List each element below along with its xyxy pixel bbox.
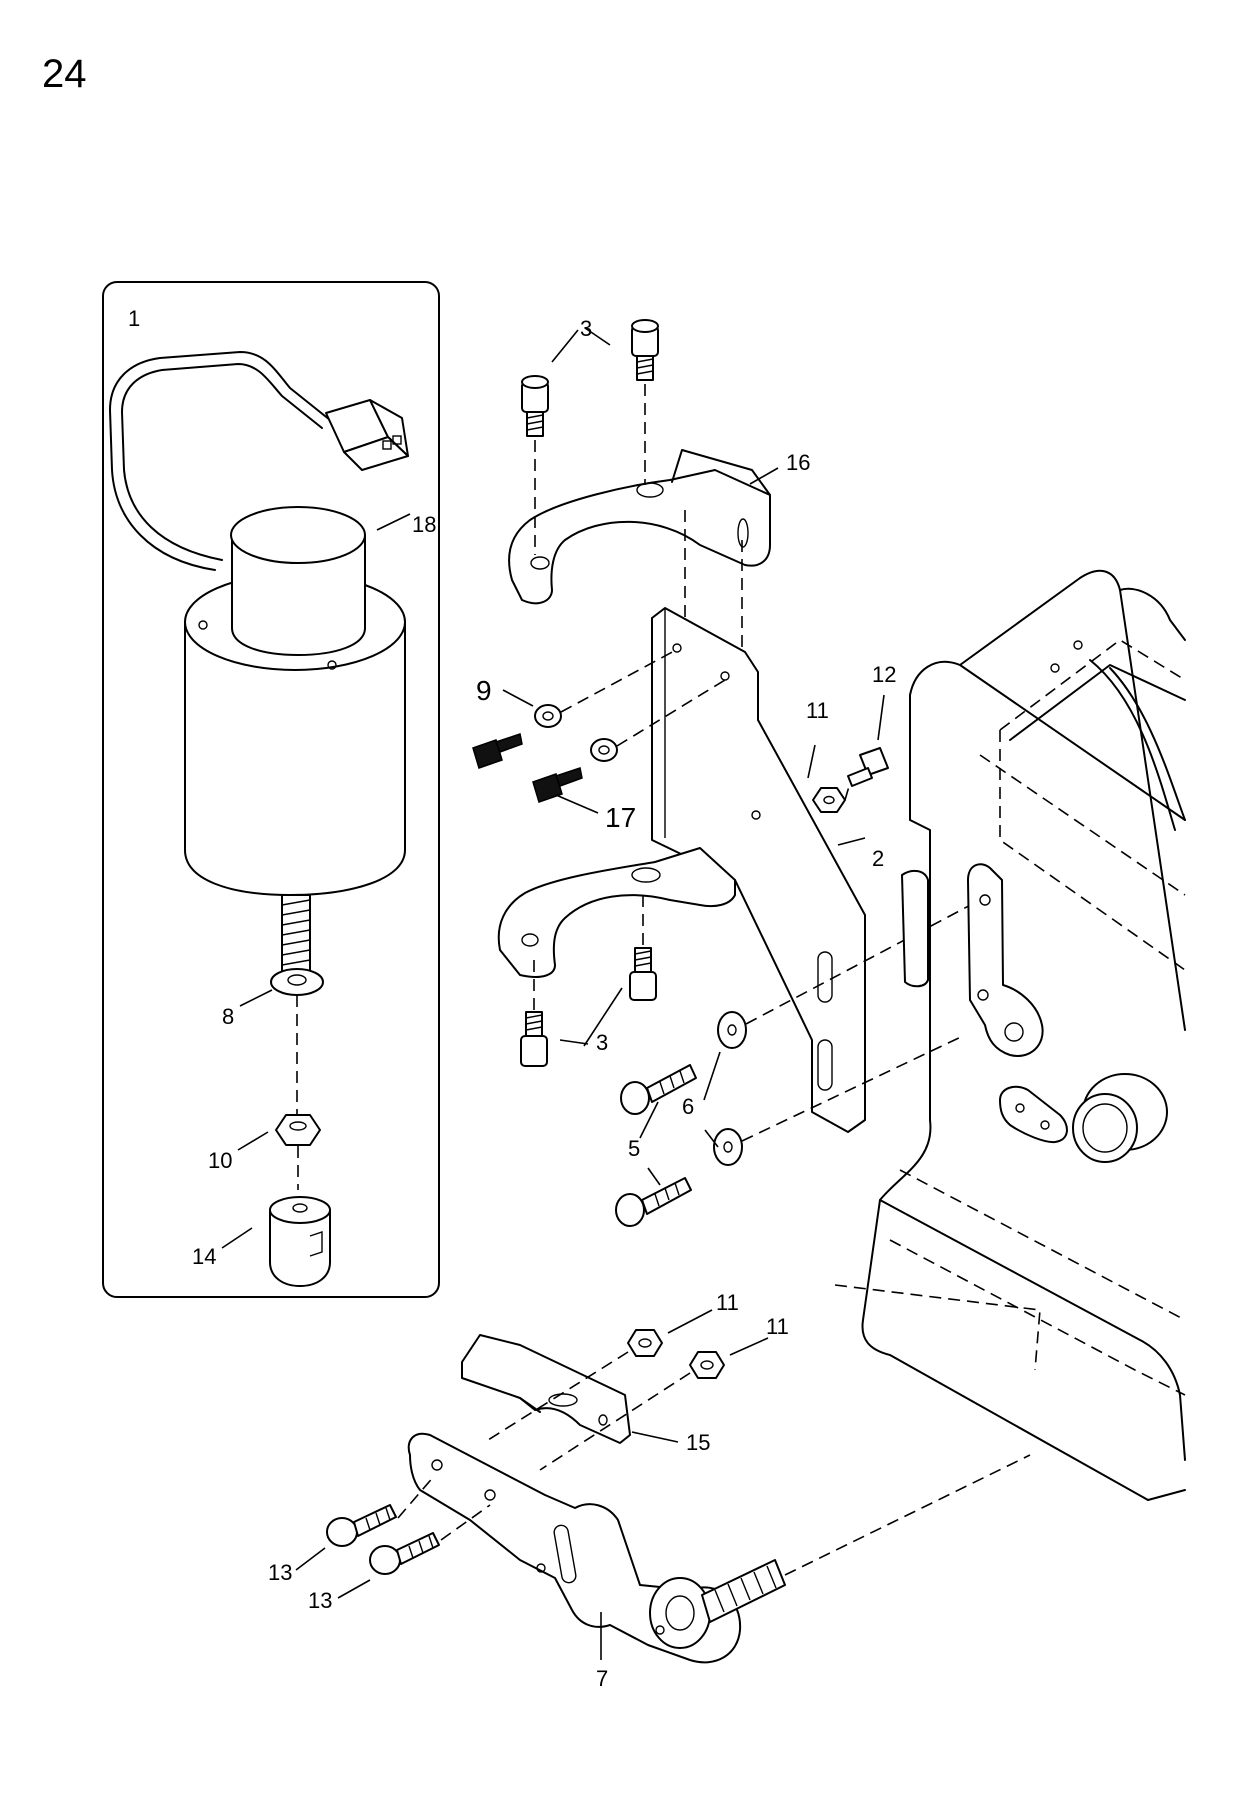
callout-8: 8: [222, 1004, 234, 1029]
machine-housing-icon: [834, 569, 1186, 1501]
callout-12: 12: [872, 662, 896, 687]
screw-13-lower-icon: [369, 1532, 440, 1575]
callout-6: 6: [682, 1094, 694, 1119]
callout-16: 16: [786, 450, 810, 475]
bolt-3-top-right-icon: [631, 319, 659, 381]
callout-1: 1: [128, 306, 140, 331]
nut-10-icon: [275, 1114, 321, 1146]
bolt-3-bottom-left-icon: [520, 1011, 548, 1067]
washer-9-icon: [534, 704, 562, 728]
screw-13-upper-icon: [326, 1504, 397, 1547]
callout-7: 7: [596, 1666, 608, 1691]
callout-17: 17: [605, 802, 636, 833]
washer-17-icon: [590, 738, 618, 762]
washer-6-lower-icon: [713, 1128, 743, 1166]
washer-6-upper-icon: [717, 1011, 747, 1049]
callout-3-bottom: 3: [596, 1030, 608, 1055]
callout-labels: 1 3 3 16 18 9 17 11 12 2 8 6 5 10 14 11 …: [128, 306, 896, 1691]
solenoid-body-icon: [184, 506, 406, 986]
end-cap-14-icon: [269, 1196, 331, 1287]
callout-13-lower: 13: [308, 1588, 332, 1613]
washer-8-icon: [270, 968, 324, 996]
callout-5: 5: [628, 1136, 640, 1161]
callout-2: 2: [872, 846, 884, 871]
nut-11-lower-right-icon: [689, 1351, 725, 1379]
screw-17-icon: [532, 767, 583, 803]
connector-plug-icon: [325, 399, 409, 471]
nut-11-lower-left-icon: [627, 1329, 663, 1357]
callout-11-lower-right: 11: [766, 1314, 789, 1339]
lower-bracket-icon: [497, 847, 736, 978]
upper-bracket-16-icon: [508, 449, 771, 605]
callout-3-top: 3: [580, 316, 592, 341]
screw-5-lower-icon: [615, 1177, 692, 1227]
callout-14: 14: [192, 1244, 216, 1269]
solenoid-assembly-inset: [102, 281, 440, 1298]
callout-13-upper: 13: [268, 1560, 292, 1585]
page-number: 24: [42, 52, 87, 96]
callout-10: 10: [208, 1148, 232, 1173]
callout-11-lower-left: 11: [716, 1290, 739, 1315]
screw-9-icon: [472, 733, 523, 769]
bolt-12-icon: [847, 747, 889, 787]
callout-11-upper: 11: [806, 698, 829, 723]
nut-11-upper-icon: [812, 787, 846, 813]
plate-15-icon: [461, 1334, 631, 1444]
bolt-3-bottom-right-icon: [629, 947, 657, 1001]
callout-15: 15: [686, 1430, 710, 1455]
lever-7-icon: [407, 1432, 786, 1664]
callout-9: 9: [476, 675, 492, 706]
callout-18: 18: [412, 512, 436, 537]
screw-5-upper-icon: [620, 1064, 697, 1115]
bolt-3-top-left-icon: [521, 375, 549, 437]
